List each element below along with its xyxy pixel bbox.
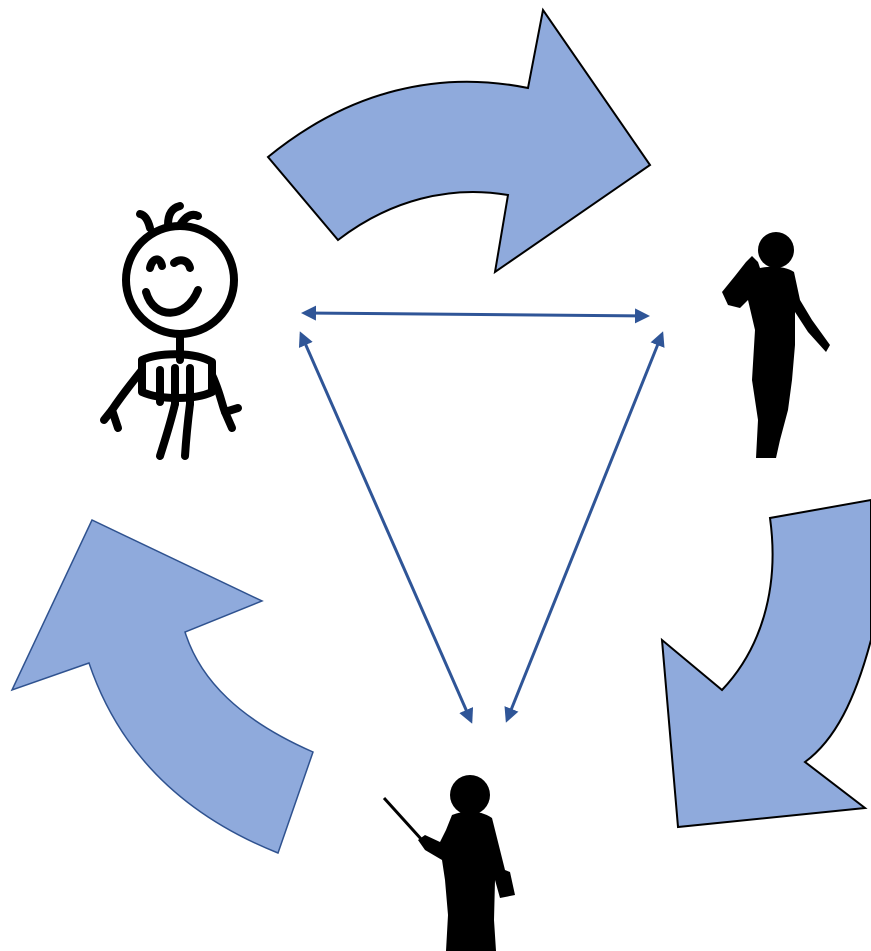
teacher-with-pointer-silhouette-icon (384, 775, 515, 951)
connector-stickfigure-runner (304, 313, 647, 316)
connector-runner-teacher (507, 334, 662, 720)
cycle-arrow-right (662, 500, 871, 827)
stick-figure-winking-icon (104, 206, 238, 456)
cycle-arrows (12, 10, 871, 853)
cycle-arrow-top (268, 10, 650, 272)
connector-stickfigure-teacher (301, 334, 471, 721)
person-silhouette-cheering-icon (722, 232, 830, 458)
connectors (301, 313, 662, 721)
cycle-arrow-left (12, 520, 313, 853)
